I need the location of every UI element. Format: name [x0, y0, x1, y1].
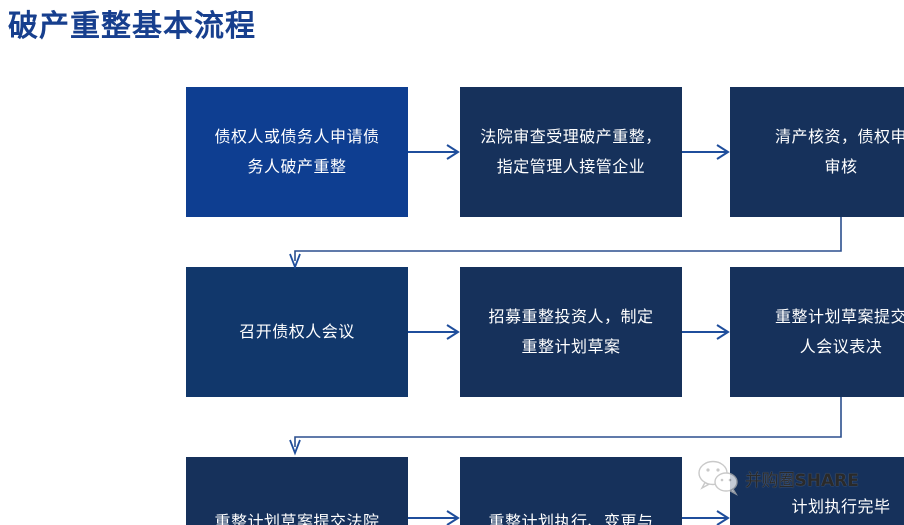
flow-node-n9[interactable]: 计划执行完毕 务人重整更生，自: [730, 457, 904, 525]
connector-n4-n5: [408, 318, 462, 346]
flow-node-n7[interactable]: 重整计划草案提交法院: [186, 457, 408, 525]
flow-node-n3-line2: 审核: [824, 157, 858, 176]
connector-n7-n8: [408, 508, 462, 525]
flow-node-n1-line1: 债权人或债务人申请债: [214, 127, 380, 146]
flow-node-n9-line1: 计划执行完毕: [791, 497, 891, 516]
flow-node-n2[interactable]: 法院审查受理破产重整， 指定管理人接管企业: [460, 87, 682, 217]
flow-node-n6[interactable]: 重整计划草案提交 人会议表决: [730, 267, 904, 397]
flow-node-n4-line1: 召开债权人会议: [239, 322, 355, 341]
flow-node-n6-line2: 人会议表决: [799, 337, 883, 356]
flow-node-n6-line1: 重整计划草案提交: [774, 307, 904, 326]
connector-n5-n6: [682, 318, 732, 346]
flow-node-n5[interactable]: 招募重整投资人，制定 重整计划草案: [460, 267, 682, 397]
flow-node-n5-line2: 重整计划草案: [521, 337, 621, 356]
connector-n8-n9: [682, 508, 732, 525]
flow-node-n1[interactable]: 债权人或债务人申请债 务人破产重整: [186, 87, 408, 217]
connector-n2-n3: [682, 138, 732, 166]
flow-node-n8[interactable]: 重整计划执行、变更与: [460, 457, 682, 525]
flow-node-n4[interactable]: 召开债权人会议: [186, 267, 408, 397]
flow-node-n8-line1: 重整计划执行、变更与: [488, 512, 654, 525]
flow-node-n3-line1: 清产核资，债权申: [774, 127, 904, 146]
connector-n3-n4: [289, 215, 850, 271]
flow-node-n5-line1: 招募重整投资人，制定: [488, 307, 654, 326]
flow-node-n7-line1: 重整计划草案提交法院: [214, 512, 380, 525]
flow-node-n2-line1: 法院审查受理破产重整，: [480, 127, 662, 146]
flow-node-n2-line2: 指定管理人接管企业: [496, 157, 646, 176]
connector-n6-n7: [289, 395, 850, 461]
flow-node-n1-line2: 务人破产重整: [247, 157, 347, 176]
flow-node-n3[interactable]: 清产核资，债权申 审核: [730, 87, 904, 217]
page-title: 破产重整基本流程: [8, 9, 256, 44]
connector-n1-n2: [408, 138, 462, 166]
